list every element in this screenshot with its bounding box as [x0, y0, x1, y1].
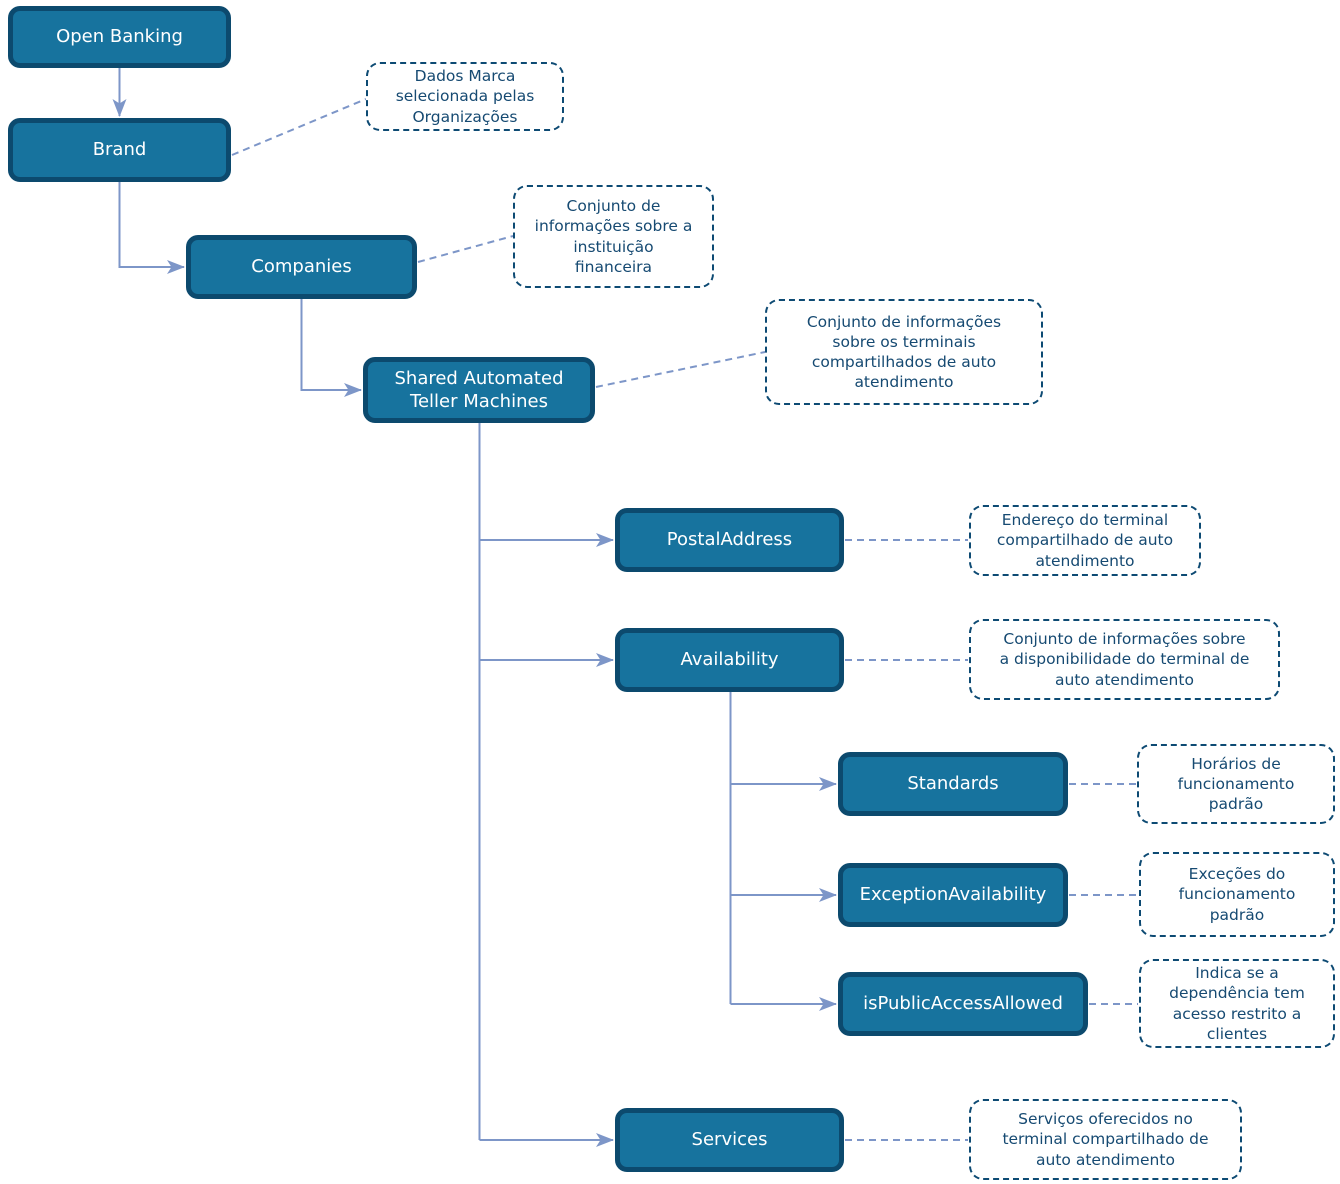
node-standards: Standards — [838, 752, 1068, 816]
edge-companies-to-satm — [300, 299, 362, 397]
note-link-companies — [417, 235, 514, 263]
annotation-availability-text: Conjunto de informações sobre a disponib… — [999, 630, 1250, 689]
node-companies: Companies — [186, 235, 417, 299]
annotation-is-public-access-allowed: Indica se a dependência tem acesso restr… — [1139, 959, 1335, 1048]
annotation-companies: Conjunto de informações sobre a institui… — [513, 185, 714, 288]
node-availability: Availability — [615, 628, 844, 692]
annotation-shared-automated-teller-machines-text: Conjunto de informações sobre os termina… — [806, 312, 1002, 392]
node-services: Services — [615, 1108, 844, 1172]
node-shared-automated-teller-machines: Shared Automated Teller Machines — [363, 357, 595, 423]
node-exception-availability-label: ExceptionAvailability — [859, 884, 1047, 906]
node-standards-label: Standards — [907, 773, 999, 795]
annotation-exception-availability-text: Exceções do funcionamento padrão — [1178, 865, 1296, 924]
annotation-services-text: Serviços oferecidos no terminal comparti… — [1002, 1110, 1209, 1169]
node-services-label: Services — [691, 1129, 768, 1151]
annotation-companies-text: Conjunto de informações sobre a institui… — [534, 197, 693, 276]
node-exception-availability: ExceptionAvailability — [838, 863, 1068, 927]
annotation-shared-automated-teller-machines: Conjunto de informações sobre os termina… — [765, 299, 1043, 405]
node-is-public-access-allowed: isPublicAccessAllowed — [838, 972, 1088, 1036]
annotation-postal-address-text: Endereço do terminal compartilhado de au… — [996, 511, 1174, 570]
annotation-exception-availability: Exceções do funcionamento padrão — [1139, 852, 1335, 937]
annotation-standards-text: Horários de funcionamento padrão — [1177, 754, 1295, 814]
node-is-public-access-allowed-label: isPublicAccessAllowed — [863, 993, 1063, 1015]
node-postal-address: PostalAddress — [615, 508, 844, 572]
note-link-satm — [595, 351, 766, 388]
node-brand-label: Brand — [92, 139, 147, 161]
node-open-banking-label: Open Banking — [56, 26, 183, 48]
edge-brand-to-companies — [118, 182, 185, 274]
annotation-postal-address: Endereço do terminal compartilhado de au… — [969, 505, 1201, 576]
annotation-services: Serviços oferecidos no terminal comparti… — [969, 1099, 1242, 1180]
node-shared-automated-teller-machines-label: Shared Automated Teller Machines — [394, 367, 564, 412]
node-companies-label: Companies — [251, 256, 352, 278]
node-postal-address-label: PostalAddress — [666, 529, 793, 551]
annotation-standards: Horários de funcionamento padrão — [1137, 744, 1335, 824]
annotation-brand-text: Dados Marca selecionada pelas Organizaçõ… — [395, 67, 535, 126]
node-open-banking: Open Banking — [8, 6, 231, 68]
node-availability-label: Availability — [680, 649, 779, 671]
annotation-availability: Conjunto de informações sobre a disponib… — [969, 619, 1280, 700]
note-link-brand — [231, 98, 367, 156]
node-brand: Brand — [8, 118, 231, 182]
annotation-brand: Dados Marca selecionada pelas Organizaçõ… — [366, 62, 564, 131]
annotation-is-public-access-allowed-text: Indica se a dependência tem acesso restr… — [1169, 964, 1305, 1043]
